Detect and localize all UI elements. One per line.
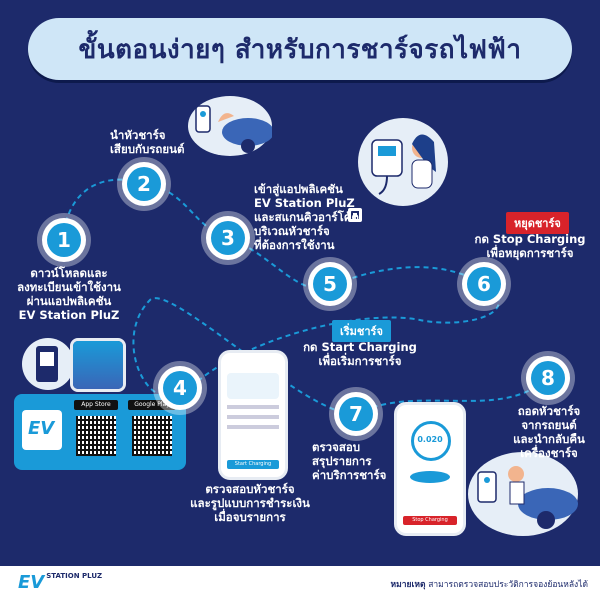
ev-charger-icon <box>195 105 274 153</box>
step-2-caption: นำหัวชาร์จ เสียบกับรถยนต์ <box>110 128 185 156</box>
note-label: หมายเหตุ <box>390 580 426 590</box>
review-line <box>227 425 279 429</box>
step-8-marker: 8 <box>526 356 570 400</box>
step-number: 7 <box>339 397 373 431</box>
qr-phone-icon <box>36 346 58 382</box>
step-number: 4 <box>163 371 197 405</box>
stop-charging-button[interactable]: Stop Charging <box>403 516 457 525</box>
step-3-marker: 3 <box>206 216 250 260</box>
step-4-caption: ตรวจสอบหัวชาร์จ และรูปแบบการชำระเงิน เมื… <box>190 482 310 524</box>
review-phone: Start Charging <box>218 350 288 480</box>
review-card <box>227 373 279 399</box>
step-number: 3 <box>211 221 245 255</box>
charger-car-illustration <box>188 96 274 156</box>
review-line <box>227 415 279 419</box>
app-download-phone <box>70 338 126 392</box>
person-charger-illustration <box>358 118 448 206</box>
qr-code-icon <box>348 208 362 222</box>
step-6-marker: 6 <box>462 262 506 306</box>
step-number: 8 <box>531 361 565 395</box>
review-line <box>227 405 279 409</box>
charging-phone: 0.020 Stop Charging <box>394 402 466 536</box>
step-4-marker: 4 <box>158 366 202 410</box>
start-charging-button[interactable]: Start Charging <box>227 460 279 469</box>
step-3-caption: เข้าสู่แอปพลิเคชัน EV Station PluZ และสแ… <box>254 182 359 252</box>
qr-scan-illustration <box>22 338 74 390</box>
charging-value: 0.020 <box>417 435 443 444</box>
step-2-marker: 2 <box>122 162 166 206</box>
app-logo-text: EV <box>28 418 55 439</box>
page-title: ขั้นตอนง่ายๆ สำหรับการชาร์จรถไฟฟ้า <box>78 34 522 65</box>
stop-charging-tag: หยุดชาร์จ <box>506 212 569 234</box>
step-7-marker: 7 <box>334 392 378 436</box>
footer-bar <box>0 566 600 600</box>
app-screen <box>73 341 123 389</box>
step-number: 5 <box>313 267 347 301</box>
app-store-card: EV App Store Google Play <box>14 394 186 470</box>
car-icon <box>410 471 450 483</box>
google-play-badge[interactable]: Google Play <box>128 400 176 410</box>
step-1-marker: 1 <box>42 218 86 262</box>
note-text: สามารถตรวจสอบประวัติการจองย้อนหลังได้ <box>428 580 588 590</box>
app-store-badge[interactable]: App Store <box>74 400 118 410</box>
step-5-marker: 5 <box>308 262 352 306</box>
google-play-qr[interactable] <box>132 416 172 456</box>
app-logo-tile: EV <box>22 410 62 450</box>
step-number: 6 <box>467 267 501 301</box>
step-number: 1 <box>47 223 81 257</box>
step-6-caption: กด Stop Charging เพื่อหยุดการชาร์จ <box>474 232 586 260</box>
unplug-illustration <box>468 452 578 536</box>
car-unplug-icon <box>477 466 578 529</box>
logo-sub: STATION PLUZ <box>46 572 103 580</box>
title-banner: ขั้นตอนง่ายๆ สำหรับการชาร์จรถไฟฟ้า <box>28 18 572 80</box>
step-1-caption: ดาวน์โหลดและ ลงทะเบียนเข้าใช้งาน ผ่านแอป… <box>17 266 121 322</box>
charging-station-icon <box>371 134 436 195</box>
charging-gauge <box>411 421 451 461</box>
footer-note: หมายเหตุ สามารถตรวจสอบประวัติการจองย้อนห… <box>391 577 588 591</box>
step-number: 2 <box>127 167 161 201</box>
start-charging-tag: เริ่มชาร์จ <box>332 320 391 342</box>
qr-code-icon-inner <box>351 211 359 219</box>
step-7-caption: ตรวจสอบ สรุปรายการ ค่าบริการชาร์จ <box>312 440 387 482</box>
step-8-caption: ถอดหัวชาร์จ จากรถยนต์ และนำกลับคืน เครื่… <box>513 404 585 460</box>
logo-mark: EV <box>18 572 45 593</box>
step-5-caption: กด Start Charging เพื่อเริ่มการชาร์จ <box>303 340 417 368</box>
app-store-qr[interactable] <box>76 416 116 456</box>
